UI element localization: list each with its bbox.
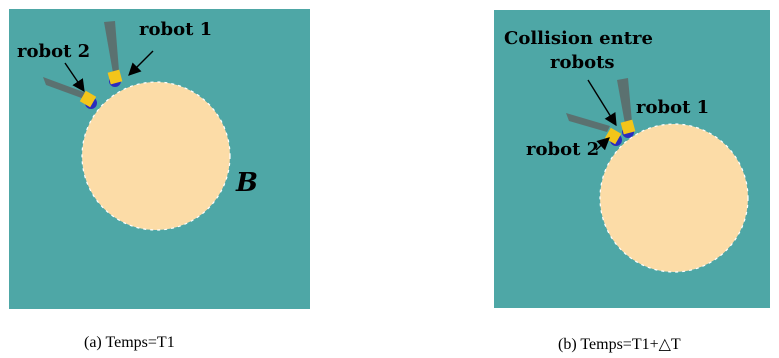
robot-1-arrow xyxy=(128,50,154,76)
robot-2-sensor-beam xyxy=(43,77,89,100)
robot-2-label: robot 2 xyxy=(17,41,90,62)
panel-a-svg: robot 1 robot 2 B xyxy=(9,9,310,309)
robot-1-body xyxy=(620,119,636,135)
collision-label-line1: Collision entre xyxy=(504,28,653,49)
obstacle-b xyxy=(81,81,231,231)
obstacle-b xyxy=(599,123,749,273)
panel-a-scene: robot 1 robot 2 B xyxy=(9,9,310,309)
panel-b-svg: Collision entre robots robot 1 robot 2 xyxy=(494,10,770,308)
collision-arrow xyxy=(587,79,617,127)
caption-b: (b) Temps=T1+△T xyxy=(558,336,681,353)
robot-1-sensor-beam xyxy=(104,21,119,73)
panel-b-scene: Collision entre robots robot 1 robot 2 xyxy=(494,10,770,308)
robot-2-sensor-beam xyxy=(566,113,610,132)
robot-2-body xyxy=(79,90,97,108)
robot-2-arrow xyxy=(595,137,610,151)
robot-1-label: robot 1 xyxy=(636,97,709,118)
robot-1-label: robot 1 xyxy=(139,19,212,40)
robot-1-body xyxy=(107,69,123,85)
robot-2-arrow xyxy=(64,62,85,93)
obstacle-label: B xyxy=(235,168,258,198)
caption-a: (a) Temps=T1 xyxy=(84,334,175,351)
robot-2 xyxy=(43,77,97,109)
robot-1 xyxy=(104,21,123,87)
robot-2-label: robot 2 xyxy=(526,139,599,160)
robot-1 xyxy=(617,78,636,138)
collision-label-line2: robots xyxy=(550,52,615,73)
robot-1-sensor-beam xyxy=(617,78,632,124)
